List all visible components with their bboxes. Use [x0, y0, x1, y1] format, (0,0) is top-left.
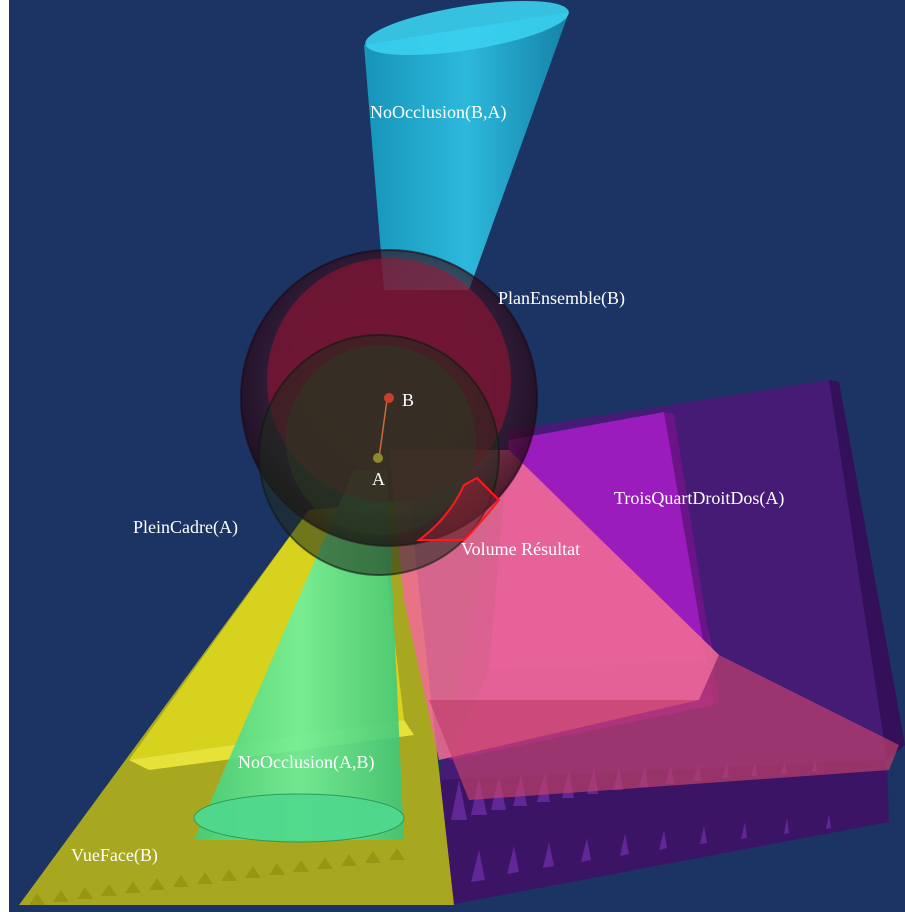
point-b-marker: [384, 393, 394, 403]
label-point-a: A: [372, 469, 385, 489]
label-plein-cadre: PleinCadre(A): [133, 517, 238, 538]
label-no-occlusion-ab: NoOcclusion(A,B): [238, 752, 374, 773]
point-a-marker: [373, 453, 383, 463]
label-volume-resultat: Volume Résultat: [461, 539, 580, 559]
label-plan-ensemble: PlanEnsemble(B): [498, 288, 625, 309]
label-point-b: B: [402, 390, 414, 410]
label-trois-quart: TroisQuartDroitDos(A): [614, 488, 784, 509]
result-volume-outline: [415, 476, 501, 541]
3d-scene-canvas: NoOcclusion(B,A) PlanEnsemble(B) B A Tro…: [9, 0, 905, 912]
no-occlusion-ba-cone: [364, 0, 569, 290]
label-no-occlusion-ba: NoOcclusion(B,A): [370, 102, 506, 123]
a-to-b-vector: [378, 399, 388, 459]
label-vue-face: VueFace(B): [71, 845, 158, 866]
pink-shadow-region: [429, 655, 899, 800]
